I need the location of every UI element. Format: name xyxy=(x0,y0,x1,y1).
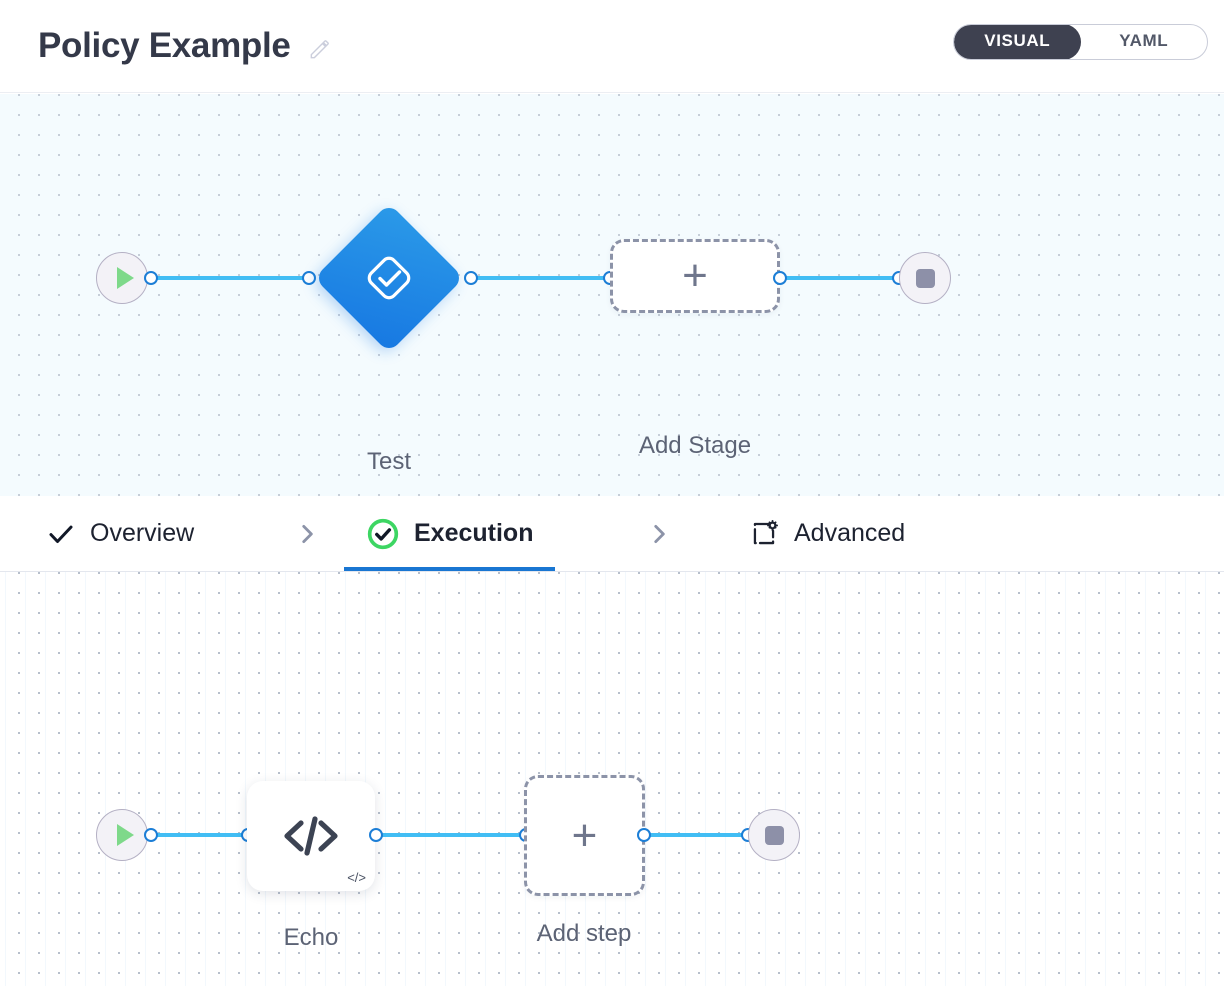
check-icon xyxy=(49,525,73,543)
stop-button[interactable] xyxy=(899,252,951,304)
port-test-in[interactable] xyxy=(302,271,316,285)
port-test-out[interactable] xyxy=(464,271,478,285)
add-stage-button[interactable]: + xyxy=(610,239,780,313)
section-tabbar: Overview Execution Advanc xyxy=(0,496,1224,572)
page-header: Policy Example VISUAL YAML xyxy=(0,0,1224,93)
step-label-echo: Echo xyxy=(283,924,339,951)
pencil-icon[interactable] xyxy=(307,36,333,62)
connector-addstage-to-end xyxy=(778,276,903,280)
connector-start-to-test xyxy=(150,276,315,280)
toggle-option-visual[interactable]: VISUAL xyxy=(954,25,1081,59)
add-stage-label: Add Stage xyxy=(638,432,752,459)
add-step-button[interactable]: + xyxy=(524,775,645,896)
step-end-node[interactable] xyxy=(748,809,800,861)
step-flow-canvas[interactable]: </> Echo + Add step xyxy=(0,572,1224,986)
check-square-icon xyxy=(367,256,411,300)
tab-advanced-label: Advanced xyxy=(794,519,906,547)
play-icon xyxy=(116,267,134,289)
start-button[interactable] xyxy=(96,809,148,861)
stage-start-node[interactable] xyxy=(96,252,148,304)
port-echo-out[interactable] xyxy=(369,828,383,842)
connector-start-to-echo xyxy=(150,833,256,837)
start-button[interactable] xyxy=(96,252,148,304)
page-title: Policy Example xyxy=(38,26,291,65)
stop-icon xyxy=(915,268,935,288)
tab-overview-label: Overview xyxy=(90,519,195,547)
code-badge-icon: </> xyxy=(347,870,366,885)
port-start-out[interactable] xyxy=(144,271,158,285)
toggle-option-yaml[interactable]: YAML xyxy=(1119,31,1169,50)
stage-label-test: Test xyxy=(366,448,411,475)
stage-diamond xyxy=(314,203,464,353)
code-icon xyxy=(284,816,338,856)
tab-advanced[interactable]: Advanced xyxy=(726,496,927,571)
step-start-node[interactable] xyxy=(96,809,148,861)
plus-icon: + xyxy=(682,251,708,300)
connector-echo-to-addstep xyxy=(376,833,532,837)
connector-test-to-addstage xyxy=(468,276,615,280)
stage-node-test[interactable] xyxy=(314,203,464,353)
box-gear-icon xyxy=(753,519,778,544)
stage-flow-canvas[interactable]: Test + Add Stage xyxy=(0,94,1224,496)
title-group: Policy Example xyxy=(38,22,333,70)
chevron-right-icon xyxy=(302,524,313,543)
view-mode-toggle[interactable]: VISUAL YAML xyxy=(953,24,1208,60)
stage-end-node[interactable] xyxy=(899,252,951,304)
tab-separator-1 xyxy=(294,496,320,571)
check-circle-icon xyxy=(367,518,399,549)
step-node-echo[interactable]: </> xyxy=(247,781,375,891)
port-addstage-out[interactable] xyxy=(773,271,787,285)
plus-icon: + xyxy=(571,810,598,860)
stop-icon xyxy=(764,825,784,845)
port-step-start-out[interactable] xyxy=(144,828,158,842)
port-addstep-out[interactable] xyxy=(637,828,651,842)
chevron-right-icon xyxy=(654,524,665,543)
play-icon xyxy=(116,824,134,846)
connector-addstep-to-end xyxy=(640,833,755,837)
tab-execution[interactable]: Execution xyxy=(344,496,556,571)
tab-separator-2 xyxy=(646,496,672,571)
stop-button[interactable] xyxy=(748,809,800,861)
tab-execution-label: Execution xyxy=(414,519,534,547)
tab-overview[interactable]: Overview xyxy=(24,496,216,571)
add-step-label: Add step xyxy=(536,920,632,947)
